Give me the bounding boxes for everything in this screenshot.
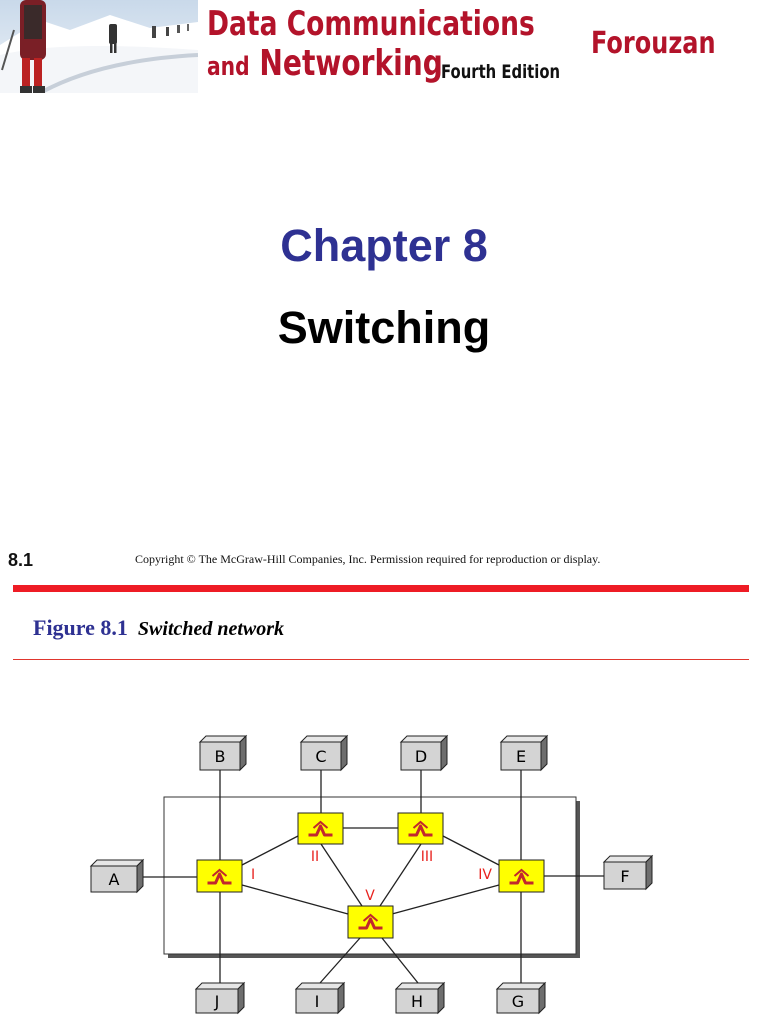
switch-i: I xyxy=(196,859,255,893)
figure-number: Figure 8.1 xyxy=(33,615,128,640)
station-e: E xyxy=(499,734,549,772)
book-title-and: and xyxy=(207,52,250,82)
station-i-label: I xyxy=(315,992,320,1011)
station-b: B xyxy=(198,734,248,772)
switch-iv-label: IV xyxy=(478,867,492,883)
station-a-label: A xyxy=(109,870,120,889)
switch-iii: III xyxy=(397,812,444,865)
chapter-subtitle: Switching xyxy=(277,302,491,353)
book-title-networking: Networking xyxy=(259,43,443,84)
station-e-label: E xyxy=(516,747,526,766)
switch-ii: II xyxy=(297,812,344,865)
book-title: Data Communications and Networking xyxy=(207,4,535,87)
station-f-label: F xyxy=(620,867,629,886)
chapter-title: Chapter 8 xyxy=(280,220,488,271)
station-d-label: D xyxy=(415,747,427,766)
switch-ii-label: II xyxy=(311,849,319,865)
station-h-label: H xyxy=(411,992,423,1011)
switch-i-label: I xyxy=(251,867,255,883)
book-banner: Data Communications and Networking Fourt… xyxy=(0,0,768,95)
station-g: G xyxy=(495,981,547,1015)
station-i: I xyxy=(294,981,346,1015)
link-switch-iv-v xyxy=(391,884,500,915)
mountaineers-photo xyxy=(0,0,198,93)
copyright-notice: Copyright © The McGraw-Hill Companies, I… xyxy=(135,552,601,566)
station-g-label: G xyxy=(512,992,524,1011)
station-j-label: J xyxy=(214,992,220,1011)
link-switch-v-i xyxy=(319,937,361,984)
link-switch-iii-iv xyxy=(442,835,500,866)
switched-network-diagram: B C D E A F J I xyxy=(89,734,654,1015)
link-switch-i-ii xyxy=(241,835,299,866)
station-c-label: C xyxy=(315,747,326,766)
book-title-line1: Data Communications xyxy=(207,4,535,44)
book-title-line2: and Networking xyxy=(207,44,535,87)
link-switch-ii-v xyxy=(320,843,363,907)
station-h: H xyxy=(394,981,446,1015)
link-switch-iii-v xyxy=(379,843,422,907)
link-switch-v-h xyxy=(381,937,419,984)
switch-v-label: V xyxy=(365,888,375,904)
switch-iii-label: III xyxy=(421,849,433,865)
switch-v: V xyxy=(347,888,394,939)
link-switch-i-v xyxy=(241,884,349,915)
station-c: C xyxy=(299,734,349,772)
switch-iv: IV xyxy=(478,859,545,893)
station-d: D xyxy=(399,734,449,772)
station-a: A xyxy=(89,858,145,894)
book-edition: Fourth Edition xyxy=(441,61,561,83)
caption-rule xyxy=(13,659,749,660)
station-j: J xyxy=(194,981,246,1015)
slide-top-bar xyxy=(13,585,749,592)
figure-title: Switched network xyxy=(137,618,285,640)
station-f: F xyxy=(602,854,654,891)
book-author: Forouzan xyxy=(591,26,716,61)
figure-caption: Figure 8.1 Switched network xyxy=(33,615,284,641)
station-b-label: B xyxy=(215,747,226,766)
network-links xyxy=(137,770,604,984)
page-number: 8.1 xyxy=(8,550,34,570)
